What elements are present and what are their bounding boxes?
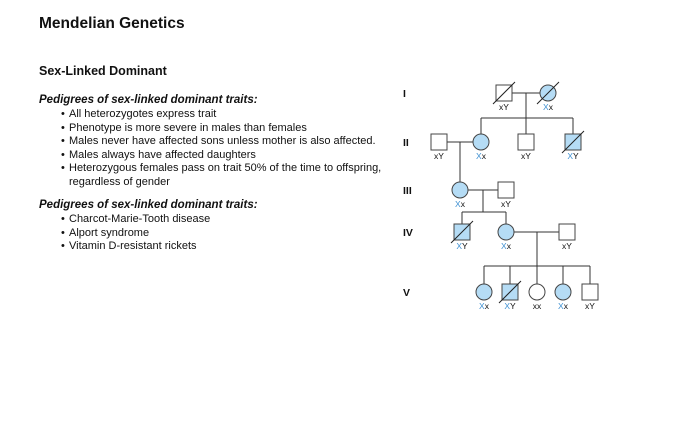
female-symbol	[554, 283, 572, 301]
genotype-label: xY	[585, 301, 595, 311]
female-individual-ii-2: Xx	[472, 133, 490, 161]
genotype-label: xx	[533, 301, 542, 311]
generation-label-v: V	[403, 287, 410, 299]
genotype-label: XY	[567, 151, 579, 161]
male-individual-ii-1: xY	[430, 133, 448, 161]
male-individual-i-1: xY	[492, 81, 516, 112]
section-subtitle: Sex-Linked Dominant	[39, 64, 167, 78]
deceased-slash	[561, 130, 585, 154]
female-individual-v-3: xx	[528, 283, 546, 311]
male-individual-ii-3: xY	[517, 133, 535, 161]
genotype-label: xY	[501, 199, 511, 209]
list-item: Vitamin D-resistant rickets	[61, 240, 399, 254]
genotype-label: Xx	[558, 301, 569, 311]
male-individual-iv-1: XY	[450, 220, 474, 251]
male-symbol	[581, 283, 599, 301]
genotype-label: Xx	[476, 151, 487, 161]
generation-label-iii: III	[403, 185, 412, 197]
list-item: All heterozygotes express trait	[61, 108, 399, 122]
female-individual-v-1: Xx	[475, 283, 493, 311]
male-individual-ii-4: XY	[561, 130, 585, 161]
deceased-slash	[498, 280, 522, 304]
genotype-label: Xx	[479, 301, 490, 311]
generation-label-iv: IV	[403, 227, 413, 239]
male-individual-v-2: XY	[498, 280, 522, 311]
deceased-slash	[536, 81, 560, 105]
male-symbol	[497, 181, 515, 199]
genotype-label: Xx	[455, 199, 466, 209]
female-symbol	[497, 223, 515, 241]
traits-characteristics-block: Pedigrees of sex-linked dominant traits:…	[39, 94, 399, 190]
list-item: Males always have affected daughters	[61, 149, 399, 163]
female-symbol	[472, 133, 490, 151]
list-item: Males never have affected sons unless mo…	[61, 135, 399, 149]
page-title: Mendelian Genetics	[39, 15, 185, 32]
list-item: Phenotype is more severe in males than f…	[61, 122, 399, 136]
female-symbol	[451, 181, 469, 199]
genotype-label: xY	[562, 241, 572, 251]
list-item: Charcot-Marie-Tooth disease	[61, 213, 399, 227]
examples-heading: Pedigrees of sex-linked dominant traits:	[39, 199, 258, 211]
female-individual-iv-2: Xx	[497, 223, 515, 251]
male-individual-iv-3: xY	[558, 223, 576, 251]
examples-list: Charcot-Marie-Tooth disease Alport syndr…	[39, 213, 399, 254]
female-symbol	[475, 283, 493, 301]
male-individual-v-5: xY	[581, 283, 599, 311]
deceased-slash	[450, 220, 474, 244]
female-individual-iii-1: Xx	[451, 181, 469, 209]
genotype-label: xY	[499, 102, 509, 112]
genotype-label: Xx	[543, 102, 554, 112]
generation-label-i: I	[403, 88, 406, 100]
female-individual-v-4: Xx	[554, 283, 572, 311]
genotype-label: xY	[521, 151, 531, 161]
characteristics-heading: Pedigrees of sex-linked dominant traits:	[39, 94, 258, 106]
list-item: Alport syndrome	[61, 227, 399, 241]
male-symbol	[430, 133, 448, 151]
list-item: Heterozygous females pass on trait 50% o…	[61, 162, 399, 189]
female-individual-i-2: Xx	[536, 81, 560, 112]
traits-examples-block: Pedigrees of sex-linked dominant traits:…	[39, 199, 399, 254]
generation-label-ii: II	[403, 137, 409, 149]
genotype-label: XY	[504, 301, 516, 311]
male-symbol	[517, 133, 535, 151]
genotype-label: XY	[456, 241, 468, 251]
genotype-label: xY	[434, 151, 444, 161]
female-symbol	[528, 283, 546, 301]
deceased-slash	[492, 81, 516, 105]
genotype-label: Xx	[501, 241, 512, 251]
male-symbol	[558, 223, 576, 241]
characteristics-list: All heterozygotes express trait Phenotyp…	[39, 108, 399, 190]
male-individual-iii-2: xY	[497, 181, 515, 209]
